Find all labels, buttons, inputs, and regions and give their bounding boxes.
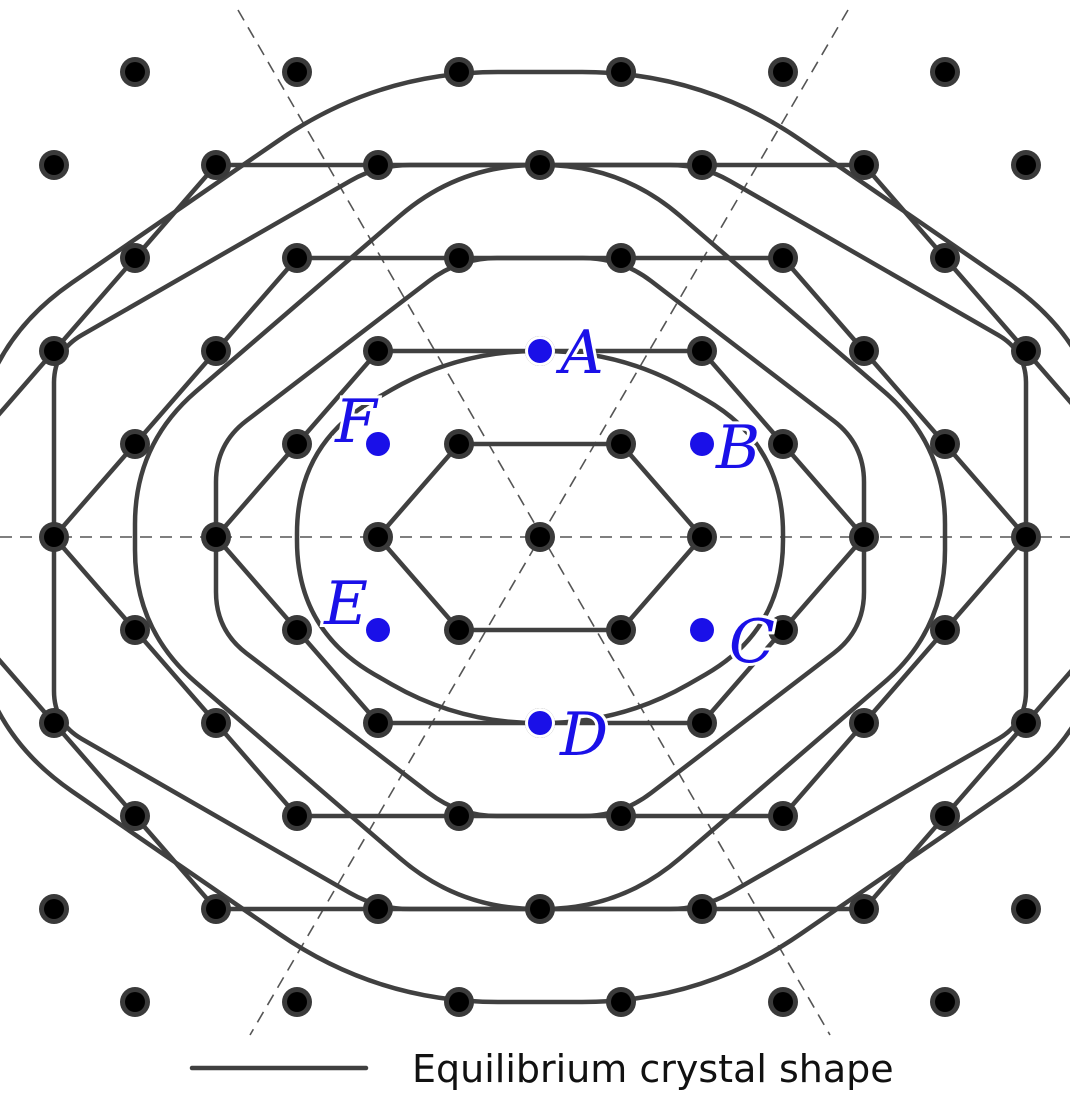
lattice-atom (768, 615, 798, 645)
lattice-atom (1011, 522, 1041, 552)
lattice-atom (39, 522, 69, 552)
lattice-atom (39, 150, 69, 180)
lattice-atom (768, 57, 798, 87)
lattice-atom (1011, 708, 1041, 738)
lattice-atom (363, 894, 393, 924)
site-marker (528, 339, 552, 363)
site-label: C (729, 607, 775, 677)
lattice-atom (120, 57, 150, 87)
lattice-atom (363, 336, 393, 366)
lattice-atom (849, 522, 879, 552)
lattice-atom (606, 801, 636, 831)
lattice-atom (282, 615, 312, 645)
site-label: F (334, 387, 379, 457)
crystal-contour (294, 348, 786, 726)
site-d: D (525, 697, 611, 773)
lattice-atom (606, 57, 636, 87)
lattice-atom (1011, 150, 1041, 180)
lattice-atom (363, 708, 393, 738)
lattice-atom (201, 150, 231, 180)
lattice-atom (849, 336, 879, 366)
lattice-atom (282, 801, 312, 831)
site-marker (366, 432, 390, 456)
lattice-atom (525, 150, 555, 180)
lattice-atom (930, 987, 960, 1017)
symmetry-axes (0, 9, 1070, 1036)
lattice-atom (930, 801, 960, 831)
lattice-atom (606, 243, 636, 273)
lattice-atom (444, 987, 474, 1017)
lattice-atom (282, 429, 312, 459)
lattice-atom (444, 615, 474, 645)
lattice-atom (201, 522, 231, 552)
lattice-atom (687, 894, 717, 924)
site-label: B (715, 413, 760, 483)
legend-label: Equilibrium crystal shape (412, 1047, 894, 1091)
lattice-atom (606, 615, 636, 645)
lattice-atom (120, 801, 150, 831)
site-b: B (687, 410, 763, 486)
lattice-atom (1011, 894, 1041, 924)
site-marker (690, 618, 714, 642)
lattice-atom (930, 615, 960, 645)
lattice-atom (687, 522, 717, 552)
lattice-atom (606, 987, 636, 1017)
site-c: C (687, 604, 778, 680)
lattice-atom (444, 801, 474, 831)
site-a: A (525, 315, 607, 391)
lattice-atom (282, 243, 312, 273)
lattice-atom (39, 894, 69, 924)
lattice-atom (282, 57, 312, 87)
site-marker (528, 711, 552, 735)
lattice-atom (282, 987, 312, 1017)
site-e: E (320, 566, 393, 645)
lattice-atom (849, 894, 879, 924)
lattice-atom (201, 708, 231, 738)
lattice-atom (849, 708, 879, 738)
lattice-atom (687, 336, 717, 366)
crystal-contour (0, 69, 1070, 1005)
lattice-atom (525, 894, 555, 924)
site-marker (366, 618, 390, 642)
legend: Equilibrium crystal shape (189, 1047, 894, 1091)
lattice-atom (201, 894, 231, 924)
lattice-atom (120, 429, 150, 459)
site-label: E (323, 569, 368, 639)
lattice-atom (606, 429, 636, 459)
lattice-atom (444, 243, 474, 273)
lattice-atom (687, 150, 717, 180)
lattice-atom (444, 57, 474, 87)
lattice-atom (120, 243, 150, 273)
lattice-atom (768, 243, 798, 273)
site-label: D (559, 700, 608, 770)
lattice-atom (768, 987, 798, 1017)
lattice-atom (849, 150, 879, 180)
highlighted-sites: A B C D E F (320, 315, 778, 773)
diagonal-axis-right (249, 9, 849, 1036)
site-f: F (331, 384, 393, 460)
lattice-atom (930, 57, 960, 87)
crystal-contour (132, 162, 948, 912)
lattice-atom (768, 801, 798, 831)
lattice-atom (687, 708, 717, 738)
lattice-atom (930, 243, 960, 273)
lattice-atom (363, 522, 393, 552)
lattice-atom (39, 708, 69, 738)
lattice-atom (444, 429, 474, 459)
site-label: A (555, 318, 603, 388)
site-marker (690, 432, 714, 456)
lattice-atom (120, 987, 150, 1017)
lattice-atom (120, 615, 150, 645)
lattice-atoms (39, 57, 1041, 1017)
lattice-atom (525, 522, 555, 552)
lattice-atom (39, 336, 69, 366)
lattice-atom (201, 336, 231, 366)
lattice-atom (930, 429, 960, 459)
diagonal-axis-left (237, 9, 831, 1036)
lattice-atom (1011, 336, 1041, 366)
lattice-atom (363, 150, 393, 180)
lattice-atom (768, 429, 798, 459)
